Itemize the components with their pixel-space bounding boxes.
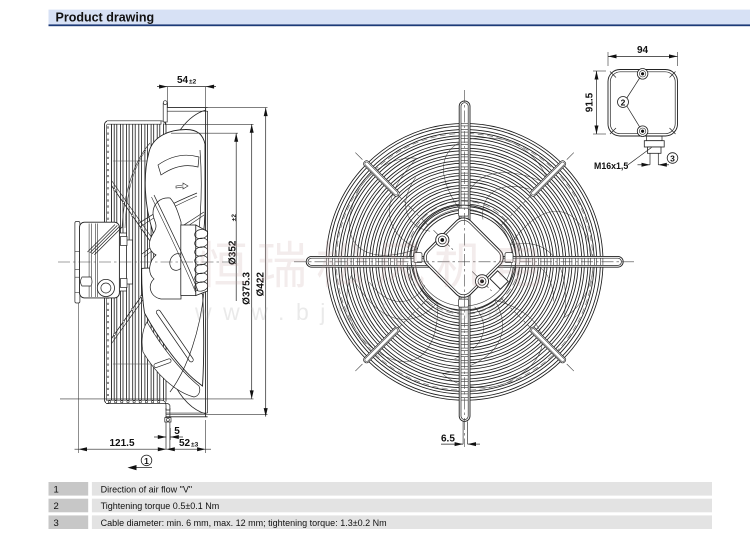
svg-text:±3: ±3 [191, 442, 199, 449]
svg-text:Ø375.3: Ø375.3 [242, 272, 253, 305]
svg-text:瑞: 瑞 [257, 238, 307, 294]
svg-text:±2: ±2 [231, 214, 238, 222]
svg-text:Cable diameter: min. 6 mm, max: Cable diameter: min. 6 mm, max. 12 mm; t… [101, 518, 387, 528]
svg-text:3: 3 [670, 153, 675, 163]
svg-text:94: 94 [637, 45, 649, 56]
svg-text:5: 5 [174, 426, 180, 437]
svg-text:2: 2 [54, 501, 59, 512]
svg-text:Ø352: Ø352 [227, 240, 238, 265]
svg-text:91.5: 91.5 [585, 92, 596, 112]
svg-text:Product drawing: Product drawing [56, 11, 155, 25]
svg-text:6.5: 6.5 [441, 434, 455, 445]
svg-text:1: 1 [54, 484, 59, 495]
svg-text:3: 3 [54, 518, 59, 529]
svg-text:1: 1 [144, 456, 149, 466]
svg-text:风: 风 [375, 238, 425, 294]
svg-text:松: 松 [316, 238, 366, 294]
svg-text:Tightening torque 0.5±0.1 Nm: Tightening torque 0.5±0.1 Nm [101, 501, 220, 511]
svg-text:121.5: 121.5 [109, 438, 134, 449]
svg-text:54: 54 [177, 75, 189, 86]
svg-text:M16x1,5: M16x1,5 [594, 161, 628, 171]
svg-text:恒: 恒 [198, 238, 248, 294]
svg-text:52: 52 [179, 438, 191, 449]
svg-text:电: 电 [493, 238, 543, 294]
svg-text:Direction of air flow "V": Direction of air flow "V" [101, 484, 192, 494]
svg-text:±2: ±2 [189, 79, 197, 86]
svg-text:www.bjhrfj.com: www.bjhrfj.com [194, 299, 511, 325]
svg-text:Ø422: Ø422 [256, 272, 267, 297]
svg-text:2: 2 [621, 98, 626, 108]
svg-text:机: 机 [434, 238, 484, 294]
